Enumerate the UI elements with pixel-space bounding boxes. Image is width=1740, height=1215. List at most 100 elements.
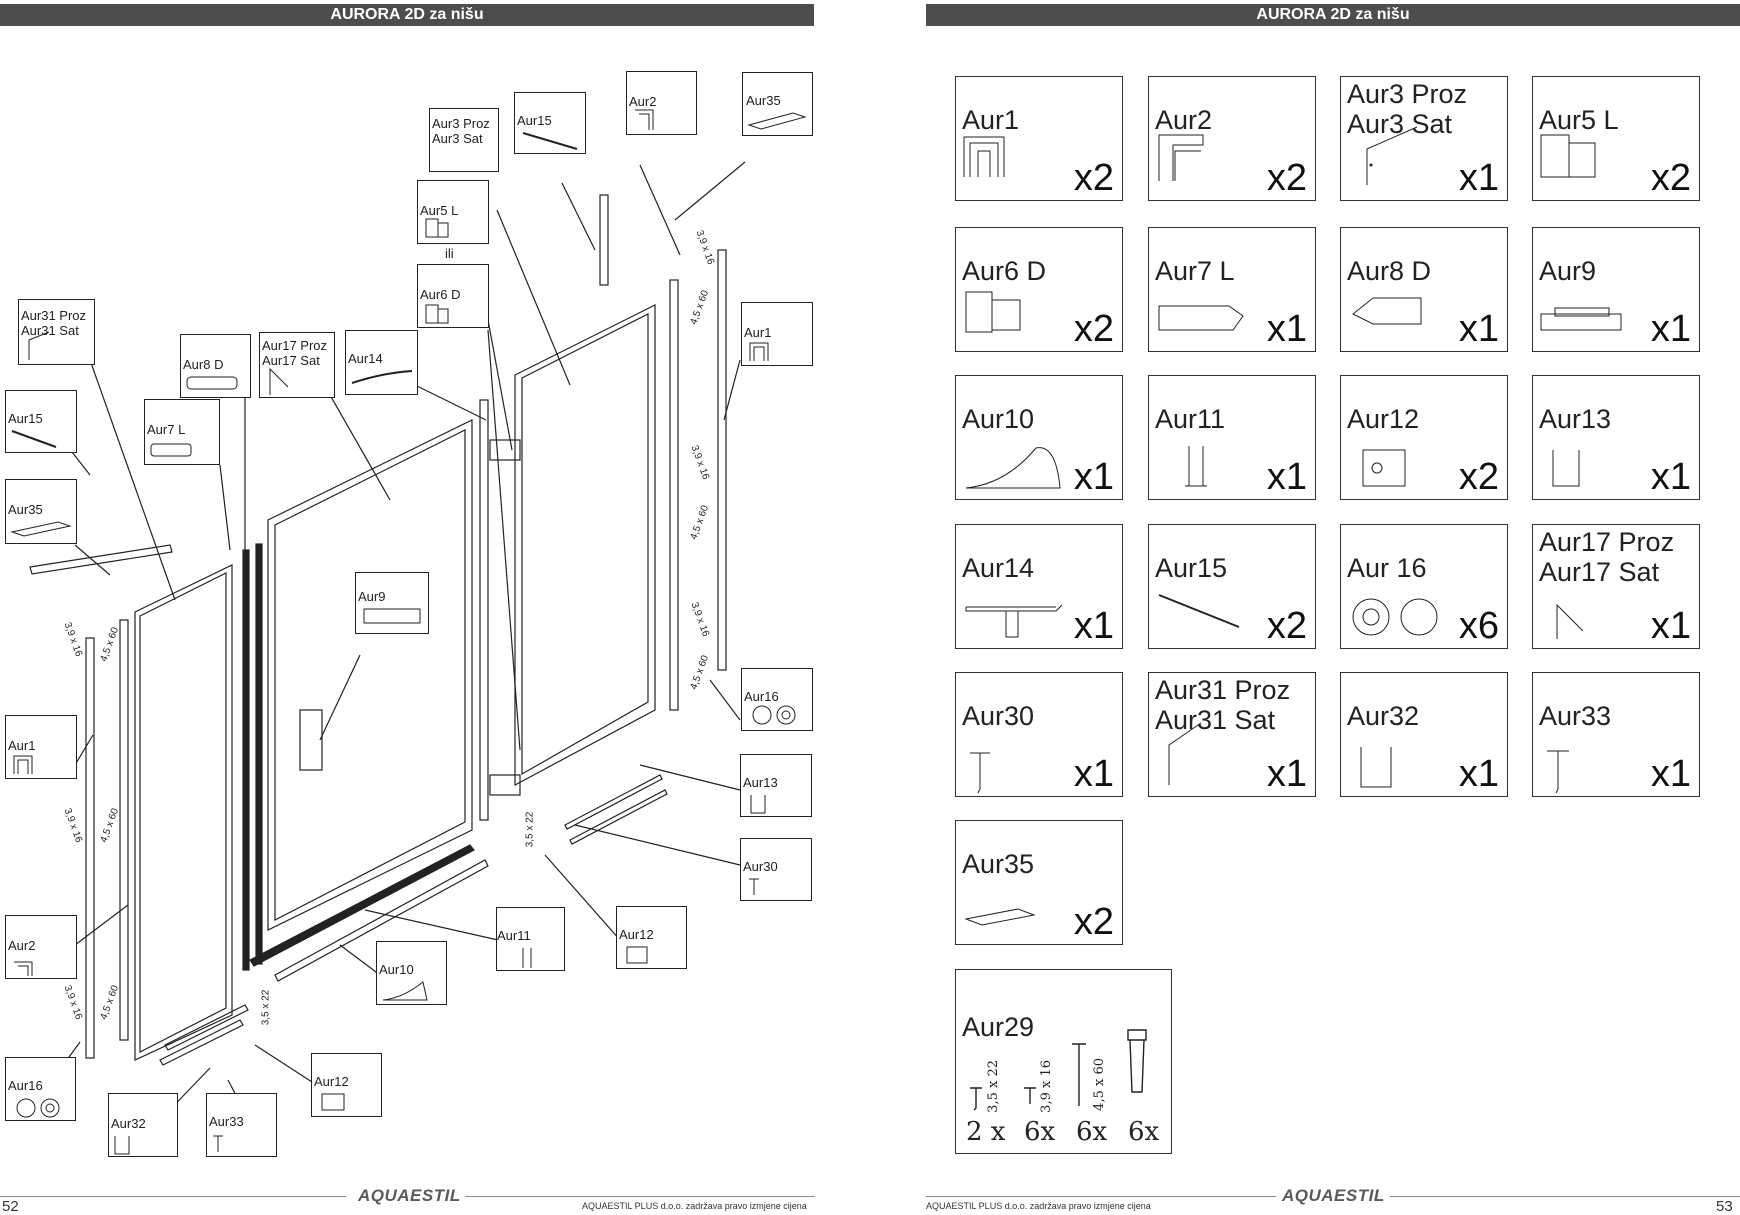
page-number: 52 [2,1198,19,1215]
part-name: Aur12 [1347,404,1420,434]
part-qty: x1 [1266,308,1307,350]
u-profile-icon [114,1136,130,1155]
part-name: Aur1 [962,105,1020,135]
part-name: Aur8 D [1347,256,1432,286]
part-qty: x2 [1073,901,1114,943]
part-icon [1158,305,1244,331]
footer-rule [0,1196,346,1197]
callout-aur33: Aur33 [206,1093,277,1157]
part-qty: x2 [1266,605,1307,647]
part-cell: Aur35 x2 [955,820,1123,945]
callout-aur11: Aur11 [496,907,565,971]
seal-icon [150,443,192,457]
part-icon [1158,594,1240,628]
screw-qty: 6x [1076,1117,1108,1147]
profile-icon [635,109,654,130]
callout-aur5l: Aur5 L [417,180,489,244]
part-icon [1185,446,1207,487]
cap-icon [747,112,807,130]
part-icon [965,447,1061,489]
callout-aur1-left: Aur1 [5,715,77,779]
screw-icon [749,878,759,895]
callout-aur2-top: Aur2 [626,71,697,135]
right-page-header: AURORA 2D za nišu [926,4,1740,26]
part-cell: Aur33 x1 [1532,672,1700,797]
part-icon [1352,297,1422,325]
screw-dim: 3,5 x 22 [986,1060,1001,1113]
part-qty: x2 [1650,157,1691,199]
part-name: Aur13 [1539,404,1612,434]
part-qty: x1 [1266,753,1307,795]
callout-aur14: Aur14 [345,330,418,395]
part-qty: x6 [1458,605,1499,647]
callout-aur15-left: Aur15 [5,390,77,453]
part-name: Aur14 [962,553,1035,583]
part-name: Aur10 [962,404,1035,434]
part-icon [963,136,1005,177]
part-name: Aur15 [1155,553,1228,583]
callout-aur30: Aur30 [740,838,812,901]
rod-icon [11,430,57,448]
part-qty: x1 [1073,456,1114,498]
screw-dim: 4,5 x 60 [1092,1058,1107,1111]
part-name: Aur17 Proz Aur17 Sat [1539,527,1675,587]
callout-aur3: Aur3 Proz Aur3 Sat [429,108,499,172]
callout-aur8d: Aur8 D [180,334,251,398]
part-icon [1158,134,1204,181]
callout-aur12-bottom: Aur12 [311,1053,382,1117]
part-name: Aur 16 [1347,553,1427,583]
part-icon [970,752,990,794]
part-cell: Aur8 D x1 [1340,227,1508,352]
glass-icon [269,367,289,395]
callout-aur15-top: Aur15 [514,92,586,154]
part-qty: x2 [1073,308,1114,350]
part-qty: x1 [1650,753,1691,795]
screw-qty: 6x [1024,1117,1056,1147]
profile-icon [749,342,769,361]
aquaestil-logo: AQUAESTIL [1282,1186,1385,1205]
part-name: Aur7 L [1155,256,1235,286]
cap-icon [16,1098,60,1118]
part-icon [964,908,1036,926]
callout-aur35-left: Aur35 [5,479,77,544]
part-icon [1360,747,1392,788]
part-cell: Aur15 x2 [1148,524,1316,649]
part-qty: x2 [1073,157,1114,199]
cap-icon [382,981,428,1001]
block-icon [626,946,648,964]
exploded-assembly-drawing [29,161,746,1123]
part-name: Aur32 [1347,701,1420,731]
screw-qty: 2 x [966,1117,1006,1147]
part-cell: Aur1 x2 [955,76,1123,201]
part-name: Aur29 [962,1012,1035,1042]
glass-icon [28,331,50,360]
part-name: Aur33 [1539,701,1612,731]
dim-label: 3,5 x 22 [524,811,536,848]
part-icon [1547,750,1569,794]
part-name: Aur30 [962,701,1035,731]
part-name: Aur35 [962,849,1035,879]
part-qty: x1 [1458,308,1499,350]
part-cell-aur29: Aur29 3,5 x 22 3,9 x 16 4,5 x 60 2 x 6x … [955,969,1172,1154]
u-profile-icon [750,795,766,814]
callout-aur13: Aur13 [740,754,812,817]
left-page-header: AURORA 2D za nišu [0,4,814,26]
part-icon [1352,598,1438,636]
seal-icon [522,948,532,968]
block-icon [321,1093,345,1111]
part-qty: x2 [1458,456,1499,498]
part-cell: Aur7 L x1 [1148,227,1316,352]
seal-icon [186,376,238,390]
callout-aur9: Aur9 [355,572,429,634]
callout-aur6d: Aur6 D [417,264,489,328]
callout-aur12-right: Aur12 [616,906,687,969]
part-name: Aur9 [1539,256,1597,286]
part-cell: Aur 16 x6 [1340,524,1508,649]
